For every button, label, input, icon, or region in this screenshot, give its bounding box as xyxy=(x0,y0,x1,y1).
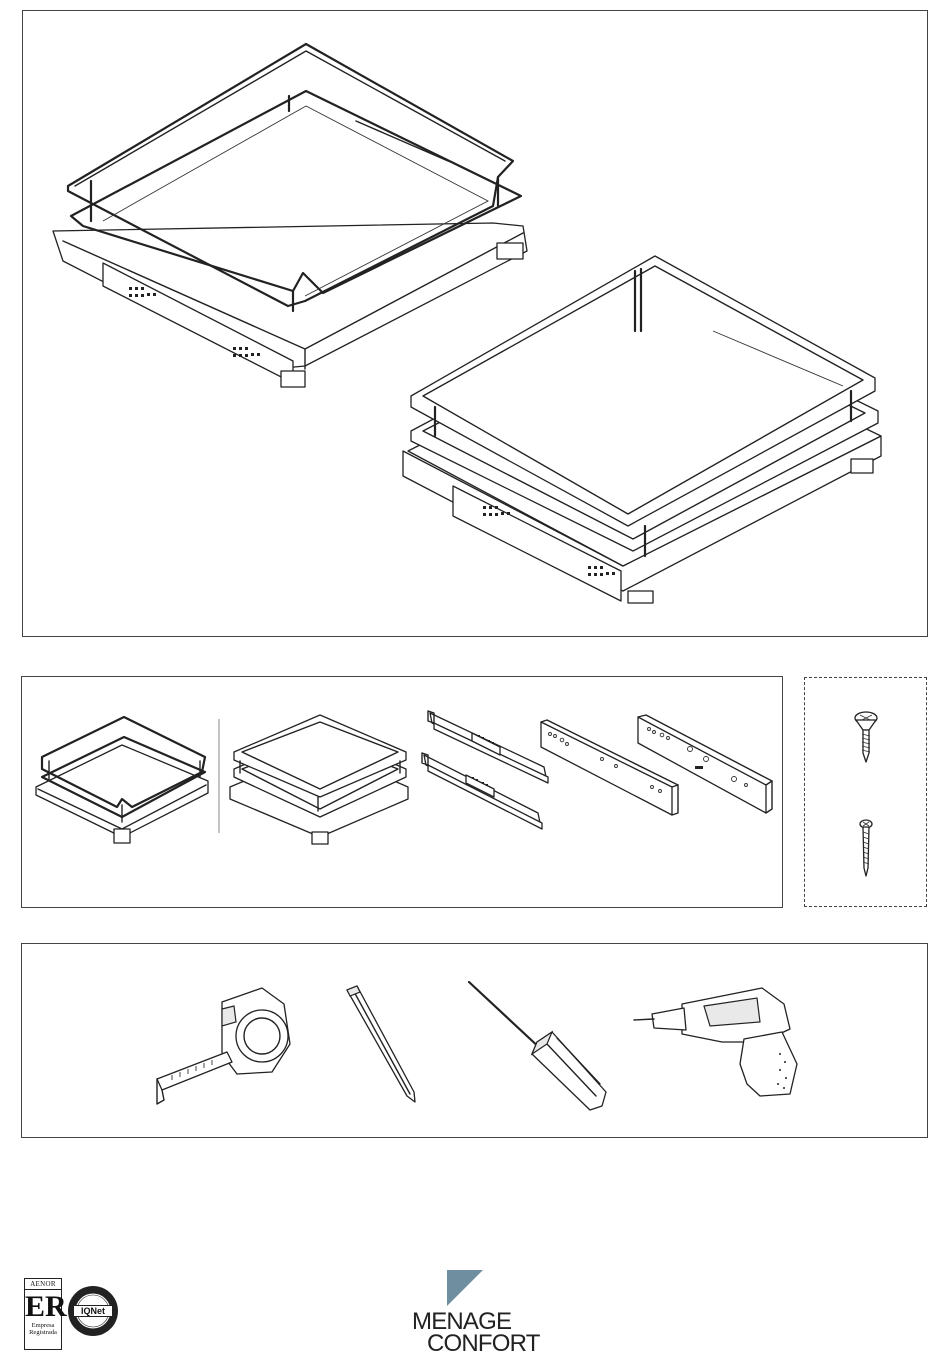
iqnet-certification-seal: IQNet xyxy=(67,1285,119,1337)
hardware-panel xyxy=(804,677,927,907)
aenor-sub-2: Registrada xyxy=(25,1329,61,1336)
screwdriver-icon xyxy=(469,982,606,1110)
tape-measure-icon xyxy=(157,988,290,1104)
pencil-icon xyxy=(347,986,415,1102)
brand-logo: MENAGE CONFORT xyxy=(400,1270,550,1360)
closed-basket-part xyxy=(230,715,408,844)
flat-head-screw-icon xyxy=(855,712,877,762)
open-basket-part xyxy=(36,717,208,843)
cordless-drill-icon xyxy=(634,988,797,1096)
parts-list-panel xyxy=(21,676,783,908)
closed-basket-drawer-illustration xyxy=(403,256,881,603)
aenor-certification-logo: AENOR ER Empresa Registrada xyxy=(24,1278,62,1350)
iqnet-label: IQNet xyxy=(73,1305,113,1317)
brand-triangle-icon xyxy=(447,1270,483,1306)
open-basket-drawer-illustration xyxy=(53,44,527,387)
aenor-mark: ER xyxy=(25,1292,61,1322)
aenor-title: AENOR xyxy=(25,1279,61,1290)
wood-screw-icon xyxy=(860,820,872,876)
aenor-sub-1: Empresa xyxy=(25,1322,61,1329)
drawer-runners-part xyxy=(422,711,548,829)
brand-line-2: CONFORT xyxy=(427,1332,540,1356)
hero-illustration-panel xyxy=(22,10,928,637)
tools-panel xyxy=(21,943,928,1138)
